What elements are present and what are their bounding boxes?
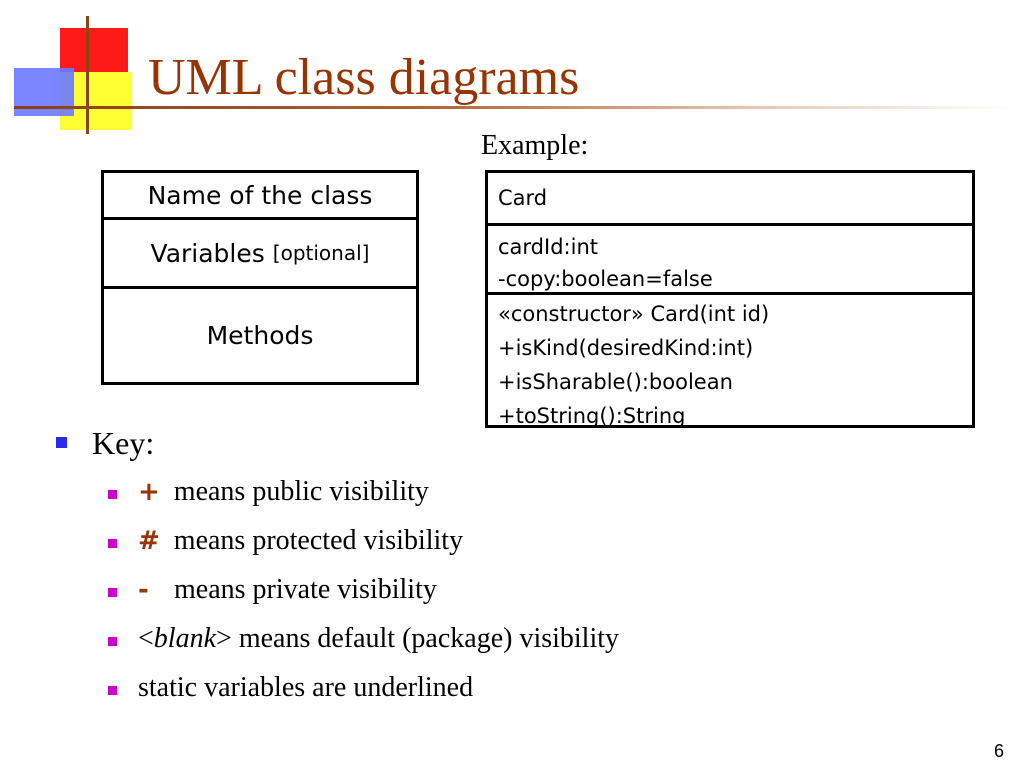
variables-label: Variables [150, 238, 265, 268]
methods-label: Methods [206, 321, 314, 350]
blank-word: blank [153, 623, 217, 654]
blank-close: > [216, 623, 232, 654]
card-method: +toString():String [498, 404, 686, 428]
protected-symbol: # [138, 526, 160, 556]
blank-open: < [138, 623, 154, 654]
variables-compartment: Variables [optional] [104, 217, 416, 286]
bullet-level2 [108, 686, 117, 695]
card-variable: cardId:int [498, 235, 598, 259]
key-item-static: static variables are underlined [138, 672, 473, 704]
key-item-public: + means public visibility [138, 476, 429, 508]
bullet-level1 [56, 437, 67, 448]
card-class-name: Card [498, 186, 548, 210]
class-name-compartment: Name of the class [104, 173, 416, 217]
card-variable: -copy:boolean=false [498, 267, 713, 291]
key-item-text: means protected visibility [173, 525, 464, 556]
page-number: 6 [994, 741, 1005, 761]
example-label: Example: [481, 130, 589, 161]
card-method: +isKind(desiredKind:int) [498, 336, 754, 360]
key-item-text: static variables are underlined [138, 672, 474, 703]
bullet-level2 [108, 490, 117, 499]
key-item-text: means default (package) visibility [238, 623, 620, 654]
card-method: +isSharable():boolean [498, 370, 733, 394]
variables-optional-note: [optional] [272, 241, 370, 265]
card-methods-compartment: «constructor» Card(int id) +isKind(desir… [488, 292, 972, 433]
bullet-level2 [108, 539, 117, 548]
card-variables-compartment: cardId:int -copy:boolean=false [488, 223, 972, 292]
decor-vertical-line [86, 16, 89, 134]
key-item-protected: # means protected visibility [138, 525, 463, 557]
key-item-private: - means private visibility [138, 574, 437, 606]
card-class-box: Card cardId:int -copy:boolean=false «con… [485, 170, 975, 428]
bullet-level2 [108, 637, 117, 646]
key-item-text: means public visibility [173, 476, 429, 507]
key-item-default: <blank> means default (package) visibili… [138, 623, 619, 655]
class-name-label: Name of the class [147, 180, 373, 210]
title-underline [14, 106, 1014, 109]
key-heading: Key: [92, 425, 155, 461]
card-name-compartment: Card [488, 173, 972, 223]
card-method: «constructor» Card(int id) [498, 302, 770, 326]
public-symbol: + [138, 477, 160, 507]
methods-compartment: Methods [104, 286, 416, 382]
generic-class-box: Name of the class Variables [optional] M… [101, 170, 419, 385]
key-item-text: means private visibility [174, 574, 437, 605]
slide-title: UML class diagrams [148, 49, 580, 106]
bullet-level2 [108, 588, 117, 597]
private-symbol: - [138, 575, 149, 605]
